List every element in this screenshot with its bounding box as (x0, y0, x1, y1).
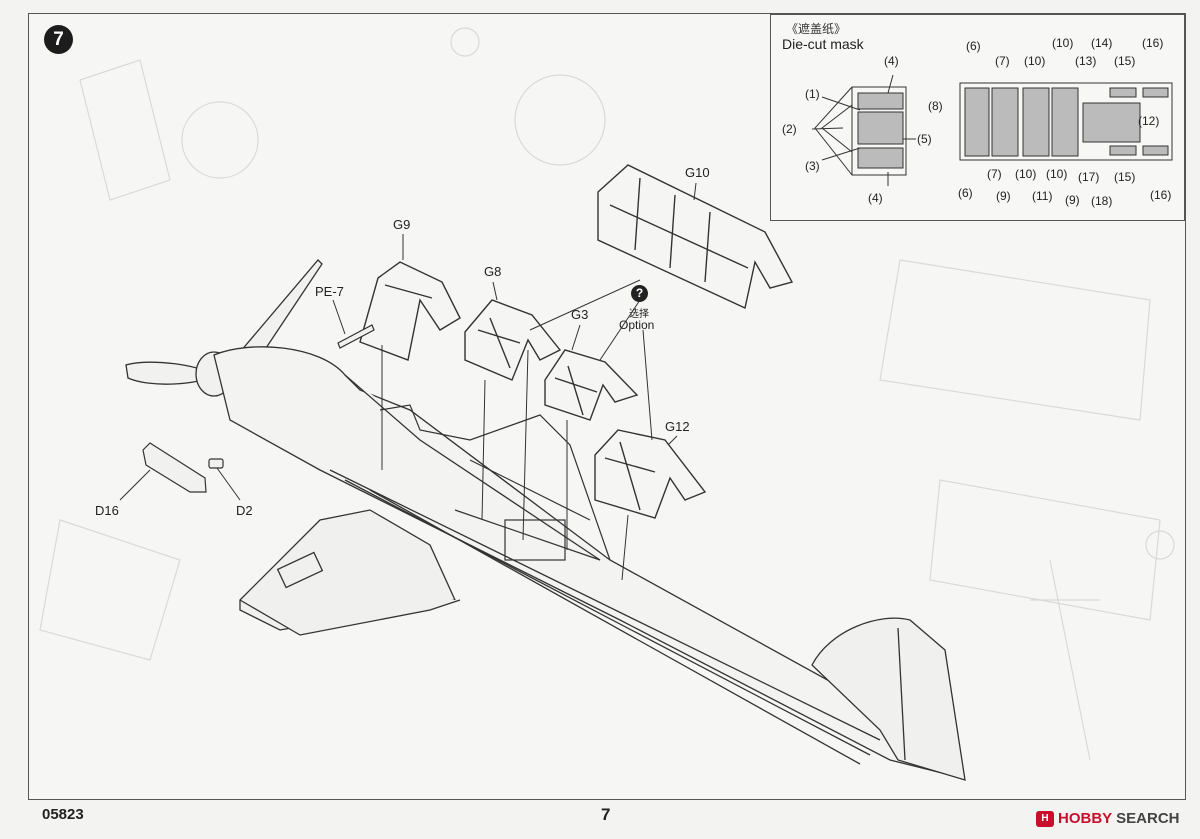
mask-label-7-top: (7) (995, 54, 1010, 68)
mask-label-1: (1) (805, 87, 820, 101)
part-d16-shape (142, 442, 207, 493)
step-number-badge: 7 (44, 25, 73, 54)
tail-fin (811, 617, 966, 781)
hobby-search-logo-icon: H (1036, 810, 1054, 827)
part-label-g10: G10 (685, 165, 710, 180)
propeller (125, 259, 323, 397)
mask-label-9-a: (9) (996, 189, 1011, 203)
mask-label-18: (18) (1091, 194, 1113, 208)
canopy-g10 (597, 164, 794, 310)
mask-label-8: (8) (928, 99, 943, 113)
mask-label-10-top-b: (10) (1052, 36, 1074, 50)
part-label-d2: D2 (236, 503, 253, 518)
part-label-pe7: PE-7 (315, 284, 344, 299)
mask-label-9-b: (9) (1065, 193, 1080, 207)
part-label-g9: G9 (393, 217, 411, 232)
mask-label-10-bottom-b: (10) (1046, 167, 1068, 181)
mask-sheet-diagram (811, 74, 1173, 186)
mask-label-16-top: (16) (1142, 36, 1164, 50)
watermark-text: SEARCH (1116, 810, 1180, 827)
mask-label-17: (17) (1078, 170, 1100, 184)
mask-label-15-top: (15) (1114, 54, 1136, 68)
mask-label-15-bottom: (15) (1114, 170, 1136, 184)
part-d2-shape (208, 458, 224, 469)
part-label-g3: G3 (571, 307, 589, 322)
canopy-g9 (359, 261, 461, 361)
small-parts (142, 324, 375, 493)
mask-label-7-bottom: (7) (987, 167, 1002, 181)
question-icon: ? (631, 285, 648, 302)
watermark-brand: HOBBY (1058, 810, 1113, 827)
mask-label-5: (5) (917, 132, 932, 146)
wing (239, 509, 461, 636)
part-label-g12: G12 (665, 419, 690, 434)
part-label-g8: G8 (484, 264, 502, 279)
canopy-g8 (464, 299, 562, 381)
mask-label-10-bottom-a: (10) (1015, 167, 1037, 181)
hobby-search-watermark: H HOBBY SEARCH (1036, 810, 1180, 827)
fuselage (213, 346, 963, 779)
kit-code: 05823 (42, 806, 84, 823)
canopy-g12 (594, 429, 707, 519)
option-label-chinese: 选择 (629, 309, 649, 320)
option-label-english: Option (619, 318, 655, 332)
mask-label-12: (12) (1138, 114, 1160, 128)
mask-label-11: (11) (1032, 189, 1053, 203)
mask-title-english: Die-cut mask (782, 36, 864, 52)
mask-label-6-top: (6) (966, 39, 981, 53)
part-pe7-shape (337, 324, 375, 349)
background-ghost-drawings (39, 27, 1175, 761)
part-label-d16: D16 (95, 503, 119, 518)
mask-label-2: (2) (782, 122, 797, 136)
mask-label-13: (13) (1075, 54, 1097, 68)
cockpit-frame (379, 404, 611, 561)
mask-label-4-top: (4) (884, 54, 899, 68)
mask-label-16-bottom: (16) (1150, 188, 1172, 202)
mask-label-3: (3) (805, 159, 820, 173)
canopy-g3 (544, 349, 639, 421)
mask-label-4-bottom: (4) (868, 191, 883, 205)
mask-label-6-bottom: (6) (958, 186, 973, 200)
mask-label-14: (14) (1091, 36, 1113, 50)
mask-title-chinese: 《遮盖纸》 (786, 22, 847, 36)
leader-lines (119, 182, 697, 581)
page-number: 7 (601, 805, 611, 824)
mask-label-10-top-a: (10) (1024, 54, 1046, 68)
